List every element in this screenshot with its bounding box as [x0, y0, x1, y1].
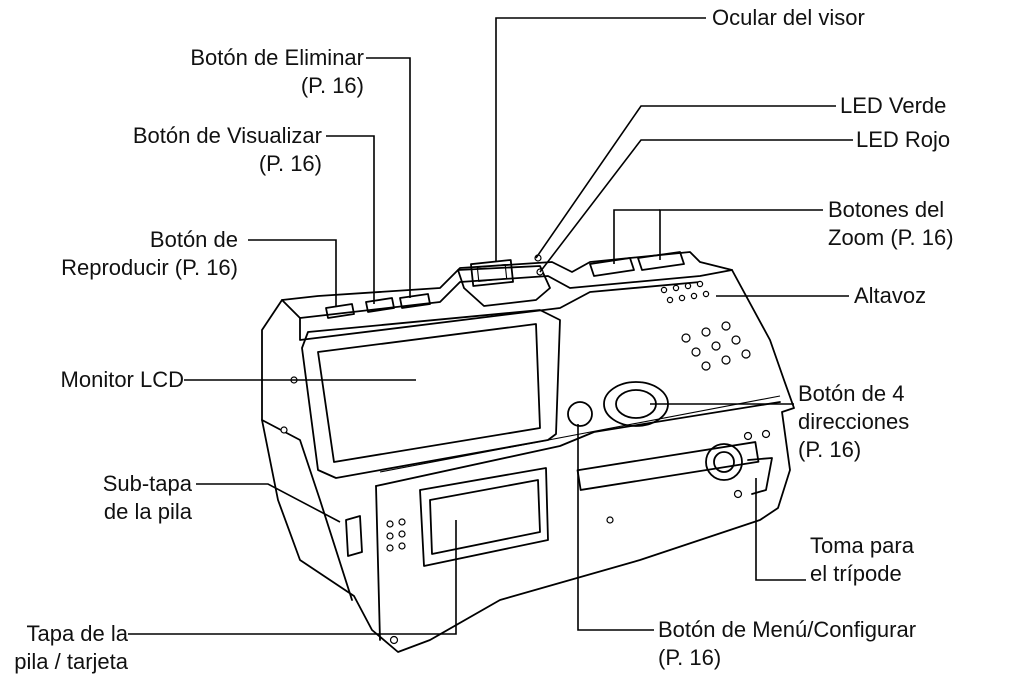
- lcd-monitor: [301, 309, 561, 479]
- tripod-socket: [705, 443, 773, 495]
- label-altavoz: Altavoz: [854, 282, 926, 310]
- label-text: Ocular del visor: [712, 5, 865, 30]
- label-text: (P. 16): [798, 437, 862, 462]
- label-text: pila / tarjeta: [14, 649, 128, 674]
- label-text: LED Verde: [840, 93, 947, 118]
- label-text: de la pila: [103, 499, 192, 524]
- zoom-buttons: [589, 251, 685, 277]
- body-details: [280, 376, 771, 645]
- label-ocular-del-visor: Ocular del visor: [712, 4, 865, 32]
- label-text: (P. 16): [658, 645, 722, 670]
- label-boton-eliminar: Botón de Eliminar (P. 16): [190, 44, 364, 100]
- label-sub-tapa-pila: Sub-tapa de la pila: [103, 470, 192, 526]
- label-text: Botón de Menú/Configurar: [658, 617, 917, 642]
- label-text: (P. 16): [258, 151, 322, 176]
- label-text: el trípode: [810, 561, 902, 586]
- label-boton-4-direcciones: Botón de 4 direcciones (P. 16): [798, 380, 909, 464]
- label-toma-tripode: Toma para el trípode: [810, 532, 914, 588]
- label-text: Toma para: [810, 533, 914, 558]
- battery-cover: [345, 441, 760, 567]
- label-text: direcciones: [798, 409, 910, 434]
- label-text: Botones del: [828, 197, 945, 222]
- label-led-verde: LED Verde: [840, 92, 946, 120]
- viewfinder: [457, 254, 551, 307]
- label-botones-zoom: Botones del Zoom (P. 16): [828, 196, 954, 252]
- label-text: Altavoz: [854, 283, 927, 308]
- label-text: LED Rojo: [856, 127, 951, 152]
- label-boton-reproducir: Botón de Reproducir (P. 16): [61, 226, 238, 282]
- label-text: Monitor LCD: [60, 367, 184, 392]
- speaker-grille: [660, 280, 751, 371]
- label-led-rojo: LED Rojo: [856, 126, 950, 154]
- label-text: Zoom (P. 16): [828, 225, 954, 250]
- label-text: Botón de Eliminar: [190, 45, 364, 70]
- label-text: Reproducir (P. 16): [61, 255, 238, 280]
- label-boton-menu-configurar: Botón de Menú/Configurar (P. 16): [658, 616, 916, 672]
- top-buttons: [325, 293, 431, 319]
- label-text: Botón de Visualizar: [132, 123, 322, 148]
- label-text: (P. 16): [300, 73, 364, 98]
- label-text: Botón de 4: [798, 381, 905, 406]
- label-tapa-pila-tarjeta: Tapa de la pila / tarjeta: [14, 620, 128, 676]
- label-boton-visualizar: Botón de Visualizar (P. 16): [133, 122, 322, 178]
- leader-lines: [128, 17, 853, 635]
- label-text: Botón de: [149, 227, 238, 252]
- label-text: Tapa de la: [26, 621, 128, 646]
- label-text: Sub-tapa: [102, 471, 192, 496]
- label-monitor-lcd: Monitor LCD: [61, 366, 184, 394]
